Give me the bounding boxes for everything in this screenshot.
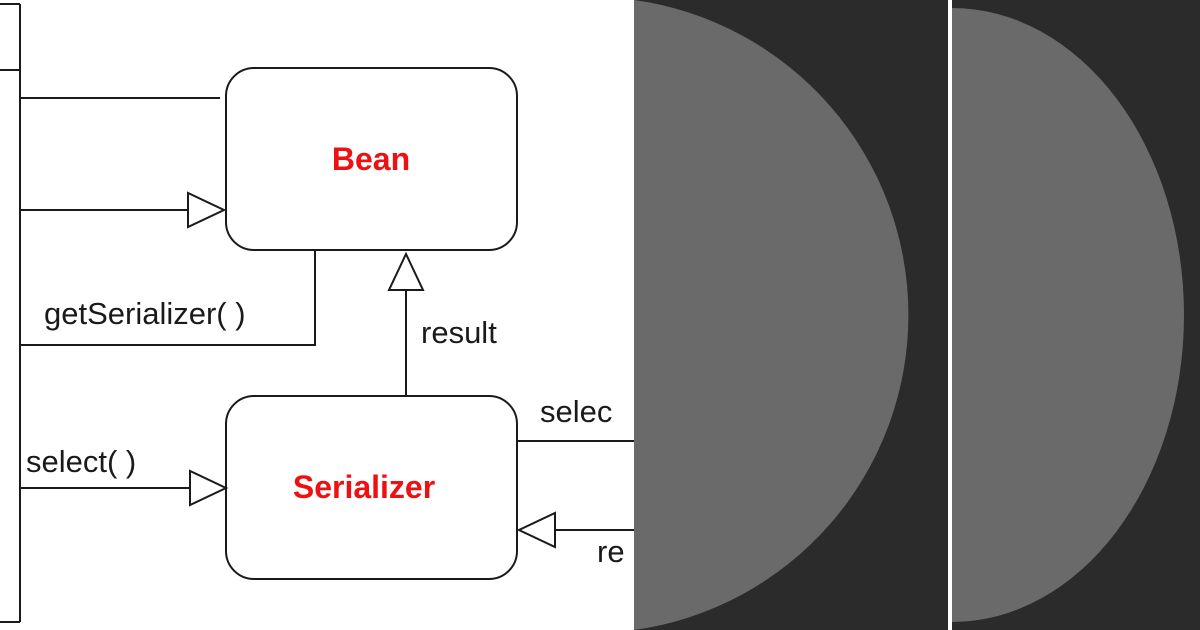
bean-node-label: Bean: [332, 141, 410, 177]
overlay-panel-2-circle: [952, 8, 1184, 622]
arrowheads: [187, 191, 556, 549]
overlay-panel-1-circle: [634, 0, 909, 630]
edge-get-serializer: [20, 250, 316, 346]
connector-lines: [20, 97, 640, 531]
overlay-panel-1: [634, 0, 948, 630]
arrowhead-into-bean: [187, 191, 227, 229]
serializer-node: Serializer: [225, 395, 518, 580]
arrowhead-result-up: [387, 251, 425, 291]
bean-node: Bean: [225, 67, 518, 251]
bean-node-box: [225, 67, 518, 251]
get-serializer-label: getSerializer( ): [44, 296, 246, 331]
overlay-panel-2: [952, 0, 1200, 630]
arrowhead-into-serializer: [189, 469, 229, 507]
result-up-label: result: [421, 315, 497, 350]
serializer-node-label: Serializer: [293, 469, 435, 505]
left-participant-box: [0, 3, 21, 623]
panel-divider: [948, 0, 952, 630]
result-right-label: re: [597, 534, 625, 569]
select-left-label: select( ): [26, 444, 136, 479]
select-right-label: selec: [540, 394, 612, 429]
arrowhead-result-right: [516, 511, 556, 549]
